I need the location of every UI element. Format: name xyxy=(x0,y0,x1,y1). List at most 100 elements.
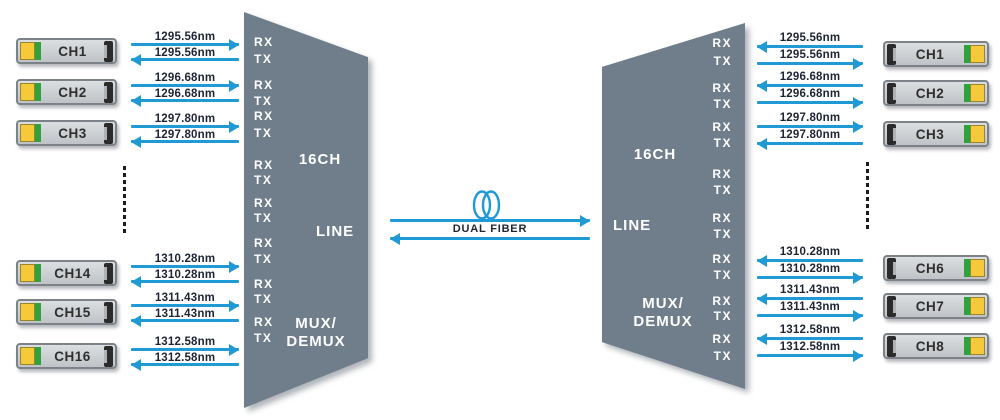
yellow-tab xyxy=(970,337,985,355)
black-clip xyxy=(887,43,896,65)
tx-port-label: TX xyxy=(713,227,732,241)
rx-port-label: RX xyxy=(254,35,274,49)
green-strip xyxy=(35,347,41,365)
rx-port-label: RX xyxy=(254,109,274,123)
wavelength-arrow-left-ch16-2 xyxy=(131,358,239,371)
black-clip xyxy=(887,123,896,145)
channel-label: CH1 xyxy=(915,46,945,62)
wavelength-label-left-ch1-1: 1295.56nm xyxy=(154,31,216,43)
mux-right-line-label: LINE xyxy=(613,217,652,234)
wavelength-label-right-ch7-2: 1311.43nm xyxy=(780,301,840,313)
fiber-coil-icon xyxy=(472,190,501,220)
wavelength-arrow-right-ch2-1 xyxy=(757,79,863,92)
wavelength-label-right-ch6-1: 1310.28nm xyxy=(779,246,841,258)
tx-port-label: TX xyxy=(254,252,273,266)
wavelength-arrow-left-ch2-2 xyxy=(131,94,239,107)
channel-label: CH6 xyxy=(915,260,945,276)
mux-left-muxdemux-label: MUX/ DEMUX xyxy=(268,315,364,351)
green-strip xyxy=(35,83,41,101)
channel-label: CH3 xyxy=(58,125,87,141)
wavelength-arrow-right-ch8-1 xyxy=(757,332,863,345)
transceiver-module-left-ch15: CH15 xyxy=(16,299,117,325)
mux-left-mux-line: MUX/ xyxy=(295,315,337,332)
left-ellipsis-dashed-line xyxy=(123,166,126,234)
yellow-tab xyxy=(20,83,35,101)
green-strip xyxy=(964,337,970,355)
wavelength-label-left-ch16-2: 1312.58nm xyxy=(154,352,216,364)
tx-port-label: TX xyxy=(713,54,732,68)
wavelength-label-right-ch6-2: 1310.28nm xyxy=(779,263,841,275)
rx-port-label: RX xyxy=(712,167,732,181)
tx-port-label: TX xyxy=(254,331,273,345)
yellow-tab xyxy=(20,42,35,60)
transceiver-module-left-ch14: CH14 xyxy=(16,260,117,286)
rx-port-label: RX xyxy=(254,196,274,210)
green-strip xyxy=(964,125,970,143)
channel-label: CH15 xyxy=(54,304,91,320)
channel-label: CH7 xyxy=(915,298,945,314)
wavelength-arrow-right-ch2-2 xyxy=(757,96,863,109)
wavelength-arrow-left-ch3-1 xyxy=(131,120,239,133)
yellow-tab xyxy=(970,259,985,277)
rx-port-label: RX xyxy=(254,277,274,291)
mux-right-capacity-label: 16CH xyxy=(633,146,677,163)
mux-right-mux-line: MUX/ xyxy=(642,295,684,312)
channel-label: CH3 xyxy=(915,126,945,142)
wavelength-label-right-ch1-2: 1295.56nm xyxy=(779,49,841,61)
channel-label: CH1 xyxy=(58,43,87,59)
wavelength-label-left-ch15-1: 1311.43nm xyxy=(155,292,215,304)
wavelength-label-left-ch15-2: 1311.43nm xyxy=(155,308,215,320)
yellow-tab xyxy=(20,347,35,365)
wavelength-arrow-left-ch14-2 xyxy=(131,275,239,288)
green-strip xyxy=(35,42,41,60)
wavelength-arrow-left-ch1-1 xyxy=(131,38,239,51)
tx-port-label: TX xyxy=(713,97,732,111)
green-strip xyxy=(964,45,970,63)
tx-port-label: TX xyxy=(254,292,273,306)
black-clip xyxy=(104,262,113,284)
wavelength-arrow-right-ch1-2 xyxy=(757,57,863,70)
green-strip xyxy=(35,264,41,282)
rx-port-label: RX xyxy=(712,120,732,134)
right-ellipsis-dashed-line xyxy=(866,162,869,232)
wavelength-arrow-right-ch6-1 xyxy=(757,254,863,267)
transceiver-module-right-ch7: CH7 xyxy=(883,293,989,319)
transceiver-module-left-ch2: CH2 xyxy=(16,79,117,105)
wavelength-label-right-ch3-1: 1297.80nm xyxy=(779,112,841,124)
wavelength-arrow-right-ch3-2 xyxy=(757,137,863,150)
channel-label: CH14 xyxy=(54,265,91,281)
tx-port-label: TX xyxy=(254,94,273,108)
transceiver-module-left-ch1: CH1 xyxy=(16,38,117,64)
channel-label: CH8 xyxy=(915,338,945,354)
green-strip xyxy=(35,124,41,142)
dual-fiber-label: DUAL FIBER xyxy=(452,223,528,235)
rx-port-label: RX xyxy=(254,158,274,172)
mux-right-demux-line: DEMUX xyxy=(633,313,693,330)
black-clip xyxy=(104,81,113,103)
wavelength-arrow-right-ch8-2 xyxy=(757,349,863,362)
tx-port-label: TX xyxy=(254,211,273,225)
transceiver-module-right-ch8: CH8 xyxy=(883,333,989,359)
wavelength-arrow-left-ch15-1 xyxy=(131,299,239,312)
black-clip xyxy=(104,122,113,144)
black-clip xyxy=(887,295,896,317)
yellow-tab xyxy=(970,125,985,143)
wavelength-label-left-ch3-1: 1297.80nm xyxy=(154,113,216,125)
wavelength-arrow-left-ch14-1 xyxy=(131,260,239,273)
transceiver-module-right-ch1: CH1 xyxy=(883,41,989,67)
wavelength-label-left-ch3-2: 1297.80nm xyxy=(154,129,216,141)
yellow-tab xyxy=(970,297,985,315)
wavelength-label-left-ch14-2: 1310.28nm xyxy=(154,269,216,281)
wavelength-arrow-right-ch7-1 xyxy=(757,292,863,305)
dual-fiber-arrow-right xyxy=(390,214,590,227)
black-clip xyxy=(104,301,113,323)
transceiver-module-right-ch6: CH6 xyxy=(883,255,989,281)
wavelength-label-left-ch2-1: 1296.68nm xyxy=(154,72,216,84)
tx-port-label: TX xyxy=(713,309,732,323)
wavelength-arrow-left-ch3-2 xyxy=(131,135,239,148)
mux-left-line-label: LINE xyxy=(316,223,355,240)
yellow-tab xyxy=(20,264,35,282)
wavelength-arrow-left-ch2-1 xyxy=(131,79,239,92)
